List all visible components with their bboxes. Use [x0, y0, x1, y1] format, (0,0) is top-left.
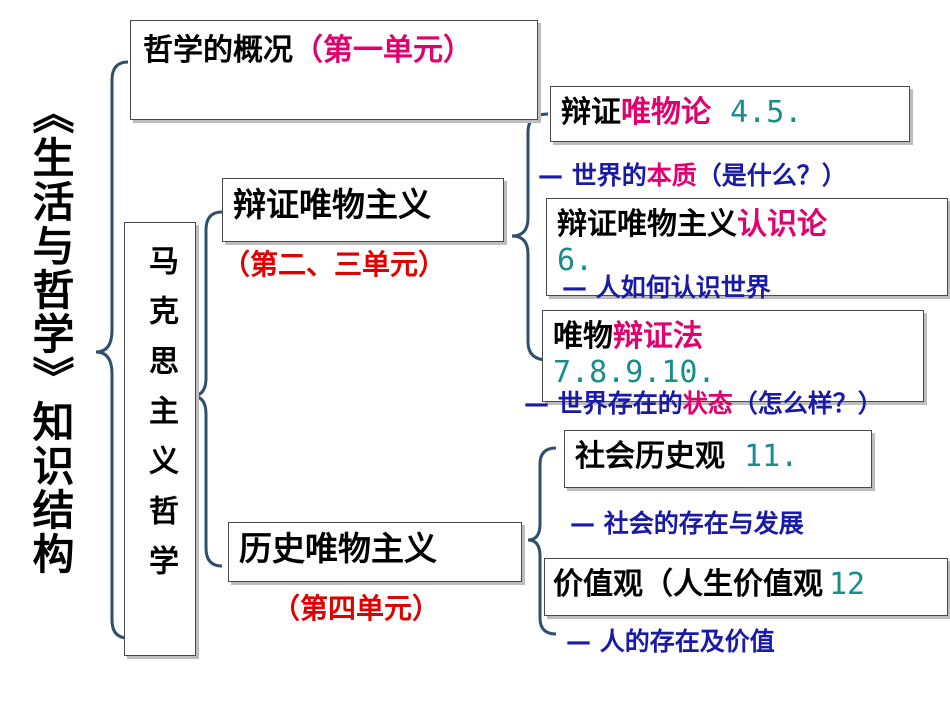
marxism-box: 马克思主义哲学: [124, 222, 196, 656]
values-num: 12: [829, 567, 866, 602]
marxism-brace: [191, 210, 223, 568]
materialism-prefix: 辩证: [561, 95, 621, 130]
materialism-note-rest: （是什么？）: [696, 161, 847, 190]
dialectical-brace: [511, 112, 549, 362]
historical-brace: [527, 446, 557, 636]
epistemology-box: 辩证唯物主义认识论 6.: [546, 198, 948, 296]
main-brace: [95, 60, 129, 640]
dialectical-unit: （第二、三单元）: [222, 248, 447, 281]
dialectics-highlight: 辩证法: [613, 319, 703, 354]
dialectics-note-dash: — 世界存在的: [524, 389, 683, 418]
marxism-label: 马克思主义哲学: [143, 245, 178, 595]
dialectics-box: 唯物辩证法 7.8.9.10.: [542, 310, 924, 402]
historical-title: 历史唯物主义: [239, 529, 437, 568]
dialectics-note-rest: （怎么样？）: [732, 389, 883, 418]
materialism-num: 4.5.: [730, 95, 803, 130]
social-history-text: 社会历史观: [575, 439, 725, 474]
dialectics-note-key: 状态: [682, 389, 733, 418]
overview-text: 哲学的概况: [143, 33, 293, 68]
historical-unit: （第四单元）: [272, 592, 441, 625]
overview-box: 哲学的概况（第一单元）: [130, 20, 538, 120]
epistemology-highlight: 认识论: [737, 207, 827, 242]
dialectical-box: 辩证唯物主义: [222, 178, 504, 242]
materialism-highlight: 唯物论: [621, 95, 711, 130]
materialism-note-key: 本质: [646, 161, 697, 190]
dialectical-title: 辩证唯物主义: [233, 185, 431, 224]
materialism-note-dash: — 世界的: [538, 161, 647, 190]
social-history-num: 11.: [744, 439, 799, 474]
dialectics-note: — 世界存在的状态（怎么样？）: [524, 384, 883, 420]
dialectics-prefix: 唯物: [553, 319, 613, 354]
epistemology-prefix: 辩证唯物主义: [557, 207, 737, 242]
social-history-note: — 社会的存在与发展: [570, 509, 804, 538]
materialism-note: — 世界的本质（是什么？）: [538, 156, 847, 192]
values-text: 价值观（人生价值观: [553, 567, 823, 602]
epistemology-num: 6.: [557, 243, 594, 278]
epistemology-note: — 人如何认识世界: [562, 273, 771, 302]
materialism-box: 辩证唯物论 4.5.: [550, 86, 910, 142]
page-title: 《生活与哲学》知识结构: [20, 92, 80, 612]
historical-box: 历史唯物主义: [228, 522, 522, 582]
dialectics-num: 7.8.9.10.: [553, 355, 716, 390]
social-history-box: 社会历史观 11.: [564, 430, 872, 488]
values-note: — 人的存在及价值: [566, 627, 775, 656]
overview-unit: （第一单元）: [293, 33, 473, 68]
page-title-text: 《生活与哲学》知识结构: [26, 92, 75, 576]
